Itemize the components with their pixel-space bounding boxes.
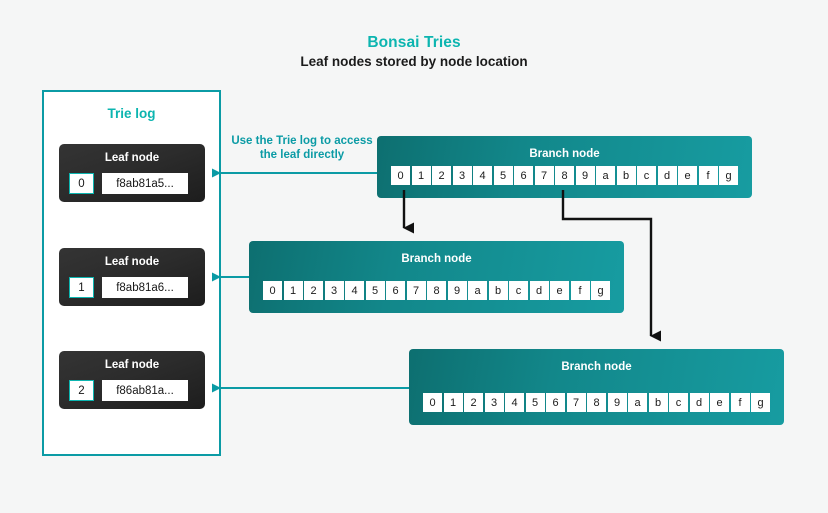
nibble-cell-d[interactable]: d — [657, 166, 677, 185]
nibble-cell-7[interactable]: 7 — [406, 281, 426, 300]
leaf-node-row: 2 f86ab81a... — [69, 380, 188, 401]
nibble-cell-b[interactable]: b — [648, 393, 668, 412]
nibble-cell-9[interactable]: 9 — [575, 166, 595, 185]
nibble-cell-0[interactable]: 0 — [423, 393, 442, 412]
page-subtitle: Leaf nodes stored by node location — [300, 54, 528, 69]
nibble-cell-e[interactable]: e — [550, 281, 569, 300]
nibble-cell-a[interactable]: a — [468, 281, 487, 300]
nibble-cell-5[interactable]: 5 — [525, 393, 545, 412]
nibble-cell-d[interactable]: d — [529, 281, 549, 300]
branch-node-label: Branch node — [561, 361, 632, 373]
leaf-node-card-1[interactable]: Leaf node 1 f8ab81a6... — [59, 248, 205, 306]
nibble-cell-0[interactable]: 0 — [391, 166, 410, 185]
nibble-cell-4[interactable]: 4 — [505, 393, 524, 412]
leaf-node-label: Leaf node — [104, 152, 160, 164]
leaf-node-row: 1 f8ab81a6... — [69, 277, 188, 298]
leaf-hash-box: f8ab81a5... — [102, 173, 188, 194]
nibble-cell-9[interactable]: 9 — [447, 281, 467, 300]
nibble-cell-e[interactable]: e — [710, 393, 729, 412]
leaf-index-box: 2 — [69, 380, 94, 401]
nibble-cell-2[interactable]: 2 — [304, 281, 323, 300]
wire-nibble8-to-branch2 — [561, 190, 661, 342]
nibble-cell-6[interactable]: 6 — [386, 281, 405, 300]
nibble-cell-8[interactable]: 8 — [555, 166, 574, 185]
nibble-cell-9[interactable]: 9 — [607, 393, 627, 412]
nibble-cell-6[interactable]: 6 — [514, 166, 533, 185]
nibble-cell-7[interactable]: 7 — [534, 166, 554, 185]
nibble-cell-d[interactable]: d — [689, 393, 709, 412]
page-title: Bonsai Tries — [367, 34, 461, 51]
branch-node-label: Branch node — [401, 253, 472, 265]
nibble-cell-8[interactable]: 8 — [587, 393, 606, 412]
nibble-cell-f[interactable]: f — [698, 166, 718, 185]
leaf-node-card-0[interactable]: Leaf node 0 f8ab81a5... — [59, 144, 205, 202]
leaf-index-box: 1 — [69, 277, 94, 298]
nibble-cell-f[interactable]: f — [730, 393, 750, 412]
trie-log-title: Trie log — [107, 106, 156, 121]
leaf-hash-box: f86ab81a... — [102, 380, 188, 401]
nibble-cell-2[interactable]: 2 — [432, 166, 451, 185]
leaf-node-card-2[interactable]: Leaf node 2 f86ab81a... — [59, 351, 205, 409]
nibble-cell-3[interactable]: 3 — [324, 281, 344, 300]
nibble-cell-7[interactable]: 7 — [566, 393, 586, 412]
nibble-cell-b[interactable]: b — [616, 166, 636, 185]
nibble-cell-f[interactable]: f — [570, 281, 590, 300]
nibble-cell-3[interactable]: 3 — [452, 166, 472, 185]
nibble-cell-g[interactable]: g — [719, 166, 738, 185]
nibble-cell-5[interactable]: 5 — [493, 166, 513, 185]
branch-node-label: Branch node — [529, 148, 600, 160]
nibble-cell-3[interactable]: 3 — [484, 393, 504, 412]
nibble-cell-8[interactable]: 8 — [427, 281, 446, 300]
nibble-cell-0[interactable]: 0 — [263, 281, 282, 300]
leaf-node-row: 0 f8ab81a5... — [69, 173, 188, 194]
nibble-cell-a[interactable]: a — [596, 166, 615, 185]
leaf-node-label: Leaf node — [104, 359, 160, 371]
nibble-cell-4[interactable]: 4 — [473, 166, 492, 185]
nibble-cell-a[interactable]: a — [628, 393, 647, 412]
leaf-index-box: 0 — [69, 173, 94, 194]
nibble-cell-b[interactable]: b — [488, 281, 508, 300]
nibble-cell-5[interactable]: 5 — [365, 281, 385, 300]
leaf-hash-box: f8ab81a6... — [102, 277, 188, 298]
leaf-node-label: Leaf node — [104, 256, 160, 268]
nibble-cell-c[interactable]: c — [509, 281, 528, 300]
nibble-cell-c[interactable]: c — [637, 166, 656, 185]
nibble-cell-c[interactable]: c — [669, 393, 688, 412]
nibble-cell-g[interactable]: g — [591, 281, 610, 300]
nibble-cell-2[interactable]: 2 — [464, 393, 483, 412]
nibble-cell-6[interactable]: 6 — [546, 393, 565, 412]
nibble-cell-4[interactable]: 4 — [345, 281, 364, 300]
nibble-cell-e[interactable]: e — [678, 166, 697, 185]
nibble-cell-1[interactable]: 1 — [411, 166, 431, 185]
nibble-cell-1[interactable]: 1 — [283, 281, 303, 300]
nibble-cell-g[interactable]: g — [751, 393, 770, 412]
trie-log-annotation: Use the Trie log to access the leaf dire… — [231, 135, 373, 161]
nibble-cell-1[interactable]: 1 — [443, 393, 463, 412]
